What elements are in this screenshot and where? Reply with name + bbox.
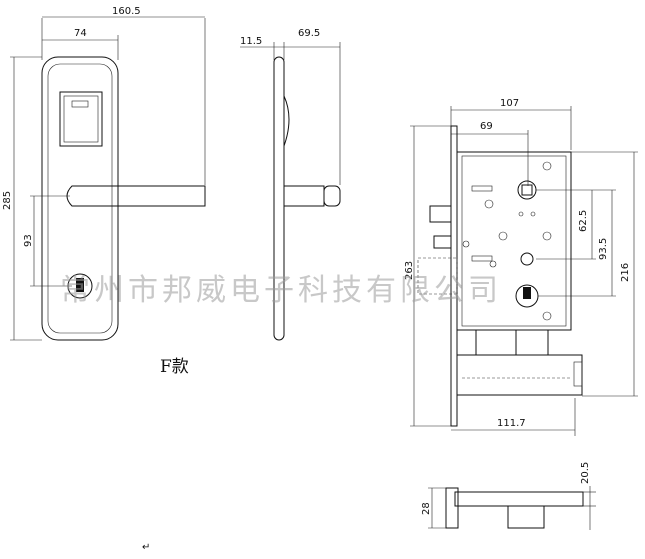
dim-overall-width: 160.5 (112, 6, 141, 17)
dim-backset: 69 (480, 121, 493, 132)
dim-handle-to-cylinder: 93 (23, 234, 34, 247)
spindle-square (521, 184, 533, 196)
strike-box-a (475, 329, 517, 356)
dim-handle-offset: 74 (74, 28, 87, 39)
lock-body-view: 107 69 263 (404, 98, 638, 436)
card-reader-inner (63, 95, 99, 143)
hidden-bolt-outline (417, 257, 458, 295)
dim-faceplate-height: 263 (404, 261, 415, 280)
slot-2 (471, 255, 493, 262)
side-lever-shank (283, 185, 325, 207)
company-watermark: 常州市邦威电子科技有限公司 (60, 273, 502, 308)
front-view: 160.5 74 285 93 F款 (2, 6, 206, 377)
model-label: F款 (160, 357, 189, 377)
key-cylinder (67, 273, 93, 299)
strike-section-plate (454, 491, 584, 507)
side-lever-end (323, 185, 341, 207)
cylinder-cam (523, 287, 531, 299)
dim-plate-thickness: 11.5 (240, 36, 262, 47)
strike-section-flange (445, 487, 459, 529)
indicator-light (71, 100, 89, 108)
dim-lock-width: 107 (500, 98, 519, 109)
escutcheon-inner (47, 63, 113, 334)
dim-handle-projection: 69.5 (298, 28, 320, 39)
dim-hub-spacing-b: 93.5 (598, 238, 609, 260)
hub-center (520, 252, 534, 266)
dim-strike-depth: 28 (421, 502, 432, 515)
strike-section-view: 28 20.5 (421, 462, 596, 530)
keyhole (76, 278, 84, 292)
strike-plate (456, 354, 583, 396)
lock-case-inner (461, 155, 567, 327)
deadbolt (433, 235, 452, 249)
screw-holes (462, 161, 552, 321)
spindle-hub (517, 180, 537, 200)
lever-handle (66, 185, 206, 207)
slot-1 (471, 185, 493, 192)
dim-strike-offset: 20.5 (580, 462, 591, 484)
dim-plate-height: 285 (2, 191, 13, 210)
dim-hub-spacing-a: 62.5 (578, 210, 589, 232)
latch-bolt (429, 205, 452, 223)
card-reader-window (59, 91, 103, 147)
return-mark: ↵ (142, 542, 150, 553)
strike-box-b (515, 329, 549, 356)
side-reader-bulge (283, 95, 290, 147)
escutcheon-plate (41, 56, 119, 341)
side-view: 11.5 69.5 (240, 28, 341, 341)
strike-lip (573, 361, 583, 387)
strike-section-box (507, 505, 545, 529)
dim-lock-height: 216 (620, 263, 631, 282)
dim-strike-width: 111.7 (497, 418, 526, 429)
